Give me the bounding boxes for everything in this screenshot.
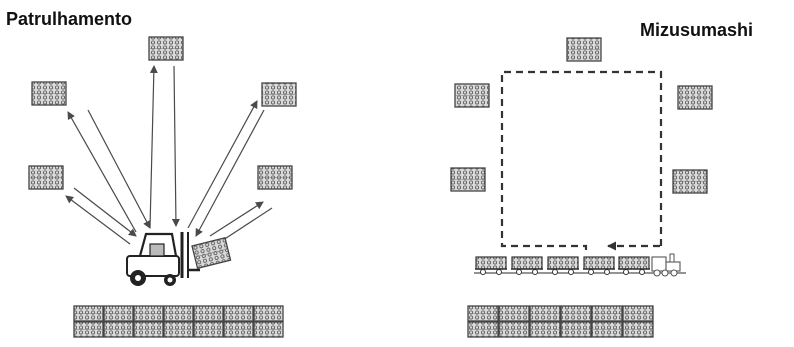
parts-bin-icon <box>191 236 232 270</box>
parts-bin-icon <box>31 81 67 106</box>
parts-bin-icon <box>677 85 713 110</box>
stacked-bin-icon <box>560 305 592 322</box>
stacked-bin-icon <box>467 305 499 322</box>
stacked-bin-icon <box>133 321 164 338</box>
stacked-bin-icon <box>591 321 623 338</box>
stacked-bin-icon <box>498 305 530 322</box>
train-wagon-icon <box>511 256 543 275</box>
stacked-bins-icon <box>73 305 284 338</box>
two-way-arrow-icon <box>65 187 137 245</box>
stacked-bin-icon <box>223 305 254 322</box>
two-way-arrow-icon <box>67 109 151 233</box>
parts-bin-icon <box>257 165 293 190</box>
parts-bin-icon <box>148 36 184 61</box>
stacked-bin-icon <box>223 321 254 338</box>
train-wagon-icon <box>618 256 650 275</box>
stacked-bin-icon <box>591 305 623 322</box>
dashed-route-icon <box>500 70 663 254</box>
stacked-bin-icon <box>133 305 164 322</box>
stacked-bin-icon <box>498 321 530 338</box>
parts-bin-icon <box>566 37 602 62</box>
stacked-bin-icon <box>163 321 194 338</box>
parts-bin-icon <box>261 82 297 107</box>
stacked-bin-icon <box>560 321 592 338</box>
stacked-bin-icon <box>467 321 499 338</box>
stacked-bin-icon <box>103 321 134 338</box>
parts-bin-icon <box>450 167 486 192</box>
train-wagon-icon <box>547 256 579 275</box>
two-way-arrow-icon <box>187 100 265 237</box>
two-way-arrow-icon <box>149 65 180 229</box>
stacked-bin-icon <box>103 305 134 322</box>
stacked-bin-icon <box>529 305 561 322</box>
stacked-bin-icon <box>529 321 561 338</box>
stacked-bin-icon <box>163 305 194 322</box>
parts-bin-icon <box>28 165 64 190</box>
stacked-bin-icon <box>73 321 104 338</box>
panel-title-mizusumashi: Mizusumashi <box>640 20 754 40</box>
stacked-bin-icon <box>193 321 224 338</box>
stacked-bin-icon <box>622 321 654 338</box>
stacked-bin-icon <box>622 305 654 322</box>
stacked-bins-icon <box>467 305 654 338</box>
forklift-icon <box>126 232 200 286</box>
stacked-bin-icon <box>73 305 104 322</box>
train-locomotive-icon <box>651 253 681 277</box>
panel-title-patrulhamento: Patrulhamento <box>6 9 133 29</box>
train-wagon-icon <box>583 256 615 275</box>
stacked-bin-icon <box>193 305 224 322</box>
train-wagon-icon <box>475 256 507 275</box>
stacked-bin-icon <box>253 305 284 322</box>
parts-bin-icon <box>454 83 490 108</box>
parts-bin-icon <box>672 169 708 194</box>
stacked-bin-icon <box>253 321 284 338</box>
